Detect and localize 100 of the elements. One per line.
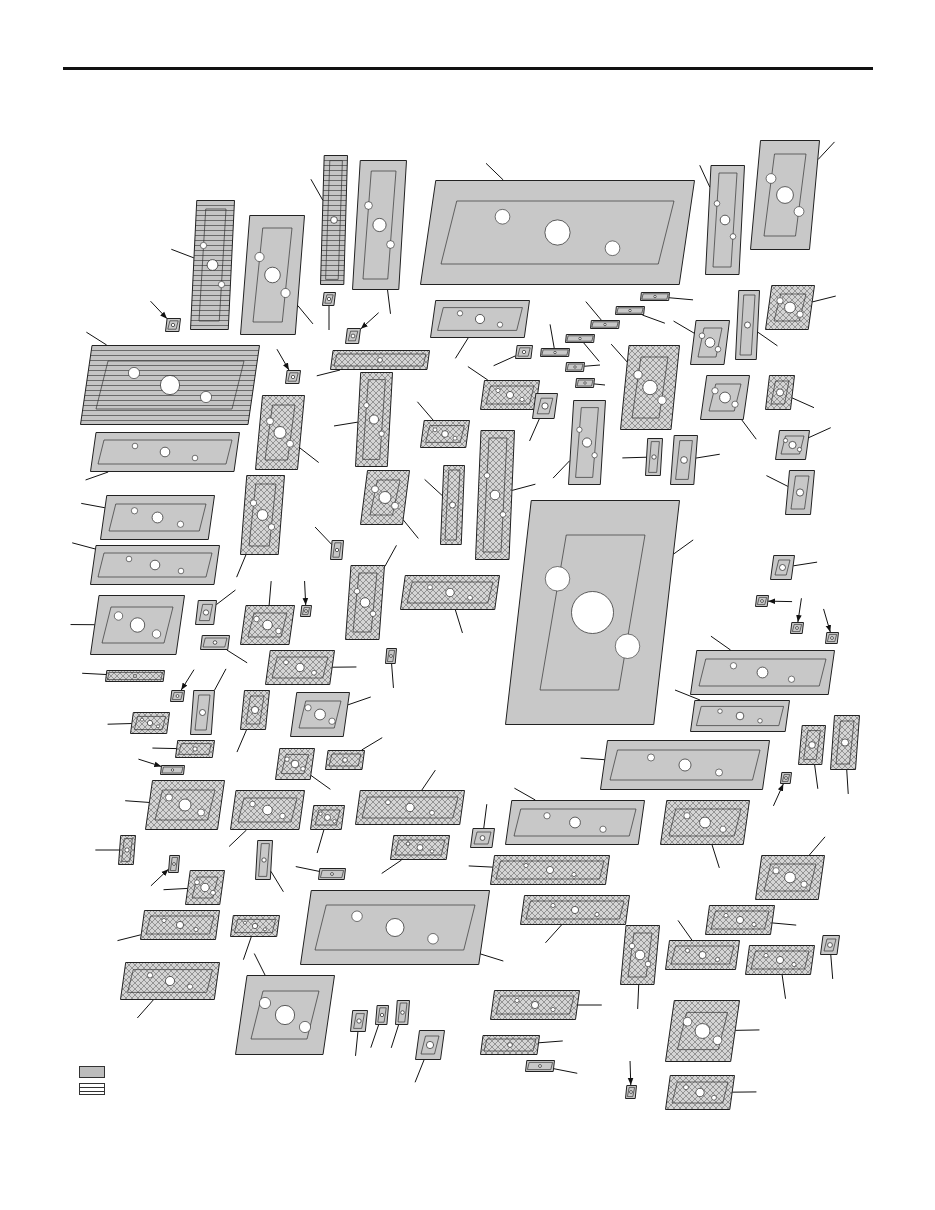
leader-line: [387, 289, 391, 315]
panel-drawing: [310, 805, 345, 830]
panel-drawing: [705, 905, 775, 935]
leader-line: [299, 447, 320, 464]
leader-line: [583, 364, 601, 367]
panel-drawing: [300, 890, 490, 965]
panel-drawing: [798, 725, 826, 765]
panel-drawing: [230, 915, 280, 937]
leader-line: [811, 295, 837, 303]
leader-line: [479, 953, 504, 962]
leader-line: [414, 1059, 425, 1083]
bracket-drawing: [300, 605, 312, 617]
leader-line: [370, 1024, 380, 1049]
bracket-drawing: [470, 828, 495, 848]
leader-line: [695, 453, 721, 459]
panel-drawing: [275, 748, 315, 780]
leader-line: [467, 366, 489, 381]
leader-line: [544, 924, 562, 944]
leader-line: [402, 519, 419, 539]
leader-line: [593, 383, 606, 386]
bracket-drawing: [755, 595, 769, 607]
panel-drawing: [145, 780, 225, 830]
bracket-drawing: [820, 935, 840, 955]
bracket-drawing: [790, 622, 804, 634]
panel-drawing: [130, 712, 170, 734]
leader-line: [236, 554, 247, 578]
leader-line: [529, 418, 540, 442]
panel-drawing: [240, 215, 305, 335]
panel-drawing: [190, 200, 235, 330]
panel-drawing: [355, 790, 465, 825]
panel-drawing: [90, 432, 240, 472]
bracket-drawing: [345, 328, 361, 344]
panel-drawing: [120, 962, 220, 1000]
leader-line: [391, 663, 394, 689]
leader-arrow: [302, 580, 309, 606]
leader-line: [295, 866, 320, 872]
panel-drawing: [490, 855, 610, 885]
leader-line: [641, 314, 666, 324]
panel-drawing: [240, 690, 270, 730]
leader-line: [215, 589, 236, 606]
panel-drawing: [235, 975, 335, 1055]
panel-drawing: [480, 380, 540, 410]
leader-arrow: [772, 783, 784, 807]
panel-drawing: [90, 545, 220, 585]
leader-line: [583, 342, 600, 362]
panel-drawing: [175, 740, 215, 758]
leader-arrow: [767, 598, 793, 605]
bracket-drawing: [170, 690, 185, 702]
leader-line: [511, 483, 536, 491]
bracket-drawing: [160, 765, 185, 775]
bracket-drawing: [350, 1010, 368, 1032]
panel-drawing: [185, 870, 225, 905]
panel-drawing: [660, 800, 750, 845]
bracket-drawing: [375, 1005, 389, 1025]
leader-line: [268, 580, 272, 606]
leader-line: [621, 456, 647, 459]
panel-drawing: [390, 835, 450, 860]
panel-drawing: [440, 465, 465, 545]
leader-line: [316, 829, 325, 854]
bracket-drawing: [515, 345, 533, 359]
panel-drawing: [765, 285, 815, 330]
bracket-drawing: [385, 648, 397, 664]
panel-drawing: [320, 155, 348, 285]
leader-line: [71, 542, 96, 550]
leader-line: [580, 757, 606, 761]
panel-drawing: [255, 395, 305, 470]
panel-drawing: [735, 290, 760, 360]
panel-drawing: [670, 435, 698, 485]
panel-drawing: [325, 750, 365, 770]
leader-line: [328, 305, 330, 331]
leader-line: [390, 1024, 399, 1049]
leader-line: [846, 769, 849, 795]
bracket-drawing: [540, 348, 570, 357]
panel-drawing: [480, 1035, 540, 1055]
leader-arrow: [137, 758, 162, 767]
leader-line: [226, 649, 248, 664]
leader-line: [421, 769, 436, 791]
leader-line: [677, 919, 693, 941]
bracket-drawing: [575, 378, 595, 388]
panel-drawing: [100, 495, 215, 540]
leader-line: [493, 355, 516, 367]
leader-line: [757, 331, 778, 347]
panel-drawing: [345, 565, 385, 640]
leader-line: [485, 162, 504, 181]
leader-line: [538, 1040, 564, 1044]
leader-line: [136, 999, 154, 1019]
bracket-drawing: [322, 292, 336, 306]
panel-drawing: [240, 605, 295, 645]
panel-drawing: [265, 650, 335, 685]
panel-drawing: [700, 375, 750, 420]
leader-line: [454, 609, 463, 634]
leader-line: [699, 164, 711, 188]
panel-drawing: [568, 400, 606, 485]
bracket-drawing: [640, 292, 670, 301]
panel-drawing: [420, 180, 695, 285]
leader-line: [817, 141, 835, 160]
panel-drawing: [190, 690, 215, 735]
leader-line: [585, 301, 602, 321]
leader-line: [242, 936, 252, 961]
leader-line: [673, 539, 694, 555]
